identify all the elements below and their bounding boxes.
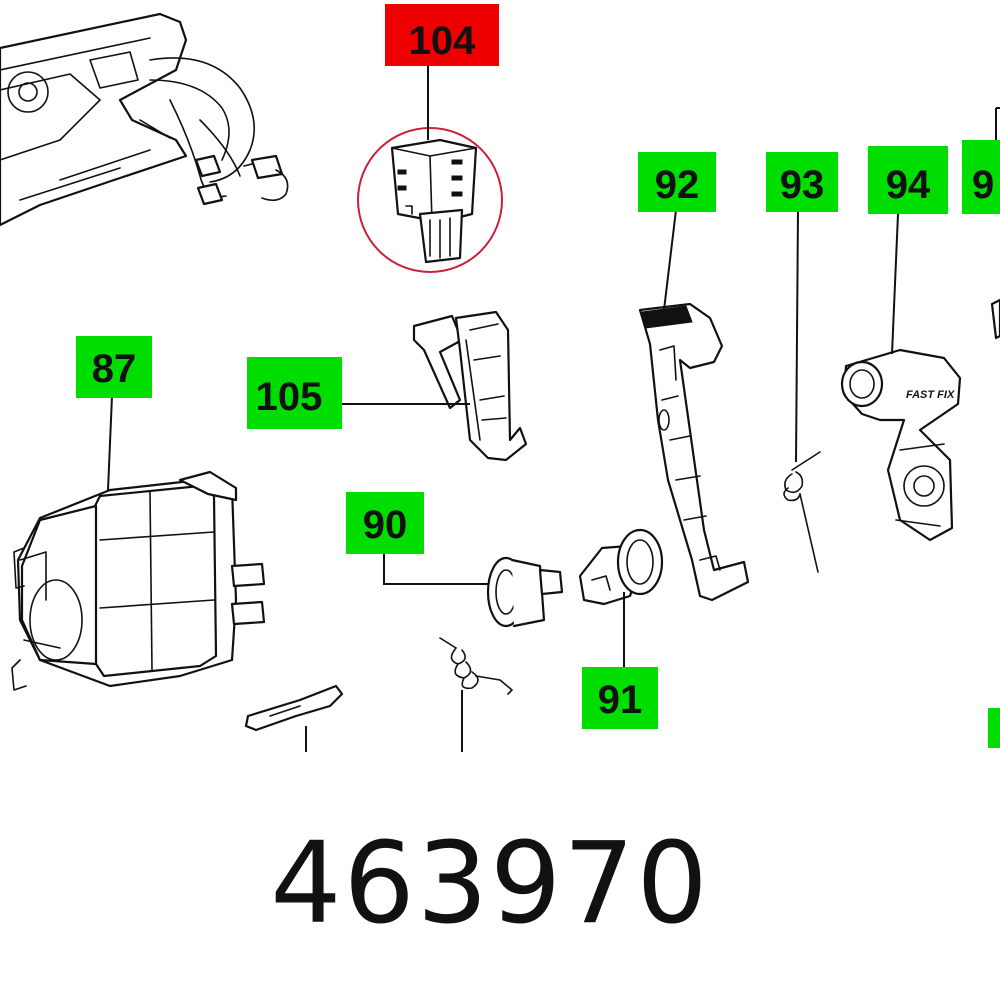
- part-90-bushing: [486, 556, 564, 628]
- callout-105-label: 105: [256, 375, 323, 419]
- callout-104-label: 104: [409, 19, 476, 63]
- fastfix-logo: FAST FIX: [906, 389, 955, 401]
- part-105-switch-slider: [412, 310, 528, 462]
- callout-92-label: 92: [655, 163, 700, 207]
- callout-87-label: 87: [92, 347, 137, 391]
- part-number: 463970: [270, 819, 710, 949]
- callout-91[interactable]: 91: [582, 667, 658, 729]
- callout-105[interactable]: 105: [247, 357, 342, 429]
- lever-part: [244, 684, 344, 732]
- housing-assembly: [0, 12, 289, 227]
- callout-94-label: 94: [886, 163, 931, 207]
- callout-93[interactable]: 93: [766, 152, 838, 212]
- callout-90-label: 90: [363, 503, 408, 547]
- part-91-adapter: [578, 528, 664, 606]
- callout-cropped-right: [988, 708, 1000, 748]
- callout-91-label: 91: [598, 678, 643, 722]
- callout-95-cropped[interactable]: 9: [962, 140, 1000, 214]
- part-87-stator: [11, 470, 266, 691]
- part-93-spring: [783, 451, 821, 573]
- spring-part: [439, 637, 513, 695]
- callout-93-label: 93: [780, 163, 825, 207]
- callout-87[interactable]: 87: [76, 336, 152, 398]
- part-104-switch: [357, 127, 503, 273]
- highlight-circle: [357, 127, 503, 273]
- callout-92[interactable]: 92: [638, 152, 716, 212]
- callout-94[interactable]: 94: [868, 146, 948, 214]
- cropped-part-right: [990, 298, 1000, 340]
- leader-lines: [107, 50, 1000, 752]
- part-92-trigger: [638, 302, 750, 602]
- part-94-cover: FAST FIX: [840, 348, 962, 542]
- callout-104[interactable]: 104: [385, 4, 499, 66]
- callout-90[interactable]: 90: [346, 492, 424, 554]
- callout-95-label: 9: [972, 163, 994, 207]
